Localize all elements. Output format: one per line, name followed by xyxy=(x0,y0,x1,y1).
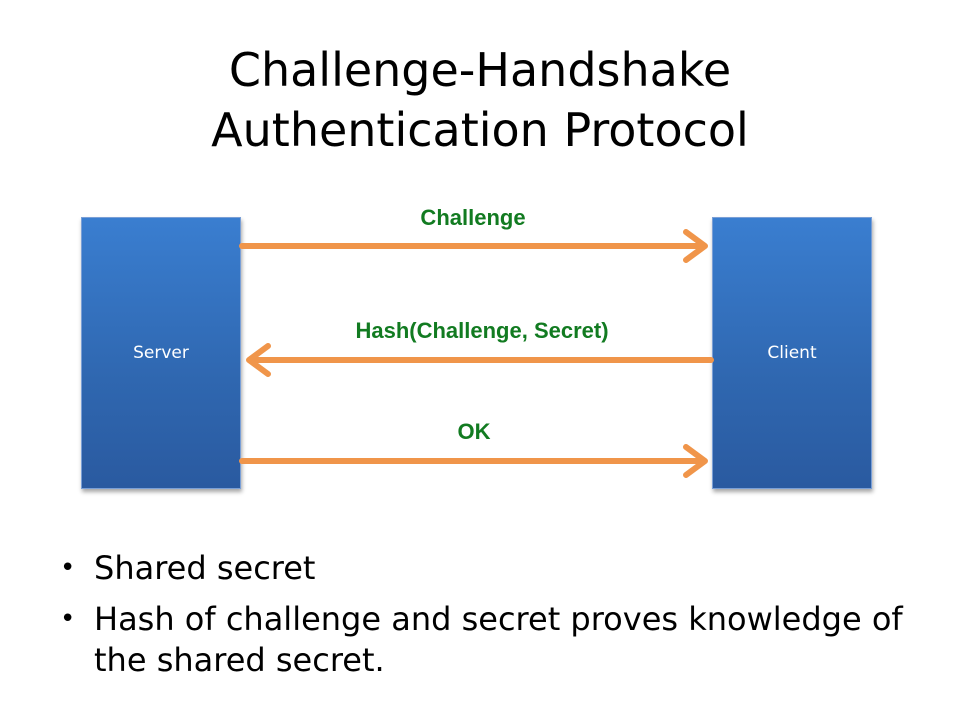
arrow-hash-response xyxy=(246,343,714,377)
server-label: Server xyxy=(133,343,189,363)
bullet-text: Shared secret xyxy=(94,549,316,587)
bullet-item: • Hash of challenge and secret proves kn… xyxy=(60,599,920,681)
title-line-2: Authentication Protocol xyxy=(211,103,749,157)
message-challenge-label: Challenge xyxy=(420,205,526,230)
title-line-1: Challenge-Handshake xyxy=(228,43,732,97)
server-box: Server xyxy=(81,217,241,489)
bullet-list: • Shared secret • Hash of challenge and … xyxy=(60,548,920,691)
client-box: Client xyxy=(712,217,872,489)
bullet-text: Hash of challenge and secret proves know… xyxy=(94,600,903,679)
bullet-dot-icon: • xyxy=(60,553,76,583)
message-hash-label: Hash(Challenge, Secret) xyxy=(355,318,609,343)
arrow-ok xyxy=(239,444,708,478)
message-ok-label: OK xyxy=(457,419,491,444)
slide-title: Challenge-Handshake Authentication Proto… xyxy=(0,40,960,160)
bullet-item: • Shared secret xyxy=(60,548,920,589)
client-label: Client xyxy=(767,343,817,363)
bullet-dot-icon: • xyxy=(60,604,76,634)
arrow-challenge xyxy=(239,229,708,263)
